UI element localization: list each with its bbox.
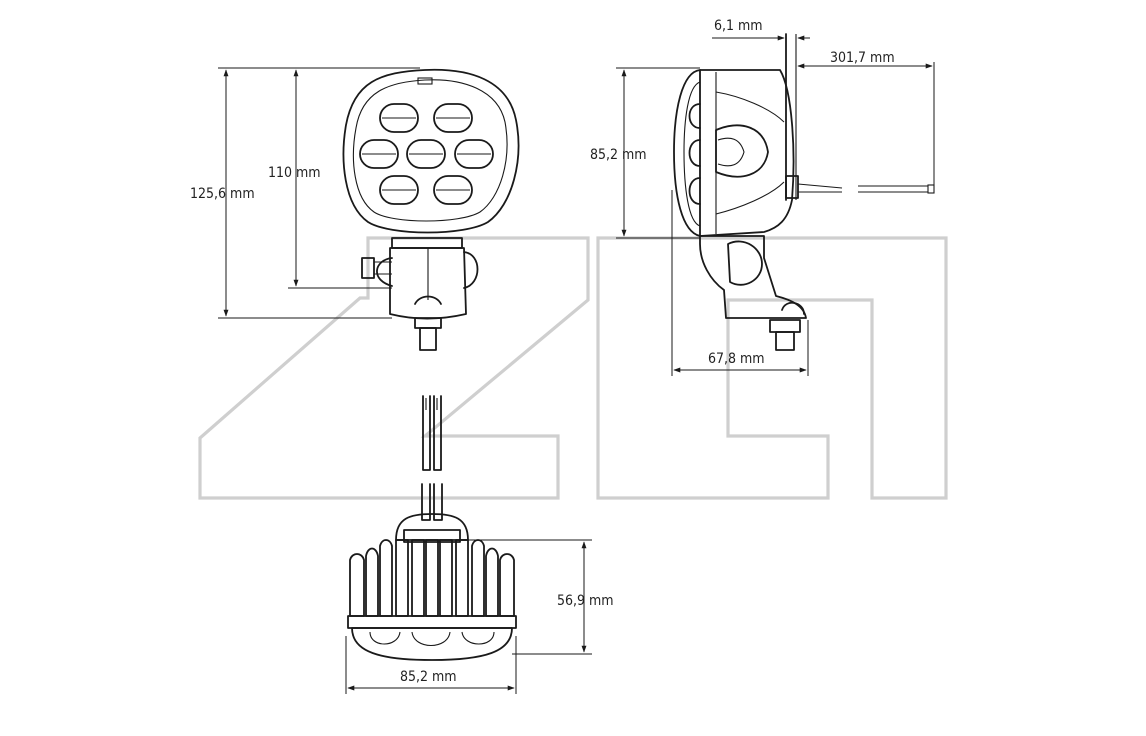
dim-bottom-width: 85,2 mm [400,669,457,685]
dim-side-depth: 67,8 mm [708,351,765,367]
dim-side-lens-offset: 6,1 mm [714,18,763,34]
front-dimensions: 125,6 mm 110 mm [190,67,420,319]
bottom-view [347,483,517,661]
side-view [673,33,935,351]
dim-front-height-lamp: 110 mm [268,165,321,181]
dim-bottom-height: 56,9 mm [557,593,614,609]
dim-side-height: 85,2 mm [590,147,647,163]
front-view [342,68,520,351]
bottom-dimensions: 56,9 mm 85,2 mm [345,539,614,694]
dim-side-cable-length: 301,7 mm [830,50,895,66]
led-array [359,103,494,205]
dim-front-height-total: 125,6 mm [190,186,255,202]
zf-watermark-logo [198,236,948,500]
side-dimensions: 85,2 mm 6,1 mm 301,7 mm 67,8 mm [590,18,935,376]
cable-ends [422,395,442,471]
